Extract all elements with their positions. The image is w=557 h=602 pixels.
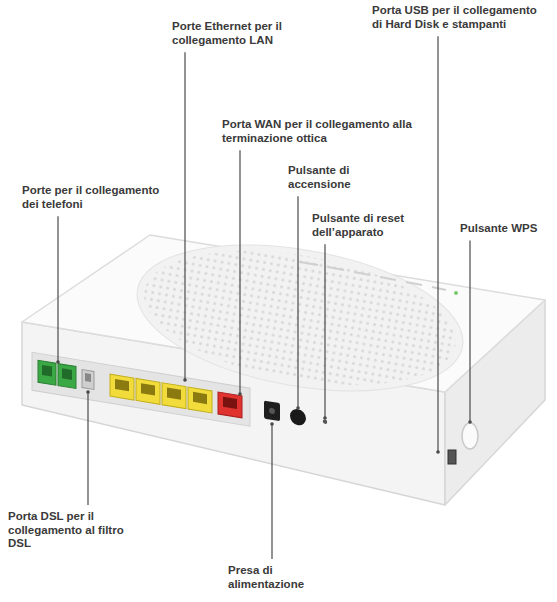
- callout-label: Pulsante di accensione: [288, 164, 376, 191]
- leader-dot: [436, 450, 440, 454]
- usb-port: [448, 450, 456, 464]
- callout-label: Pulsante di reset dell’apparato: [312, 212, 412, 239]
- leader-dot: [323, 416, 327, 420]
- leader-line: [437, 36, 438, 452]
- leader-line: [57, 216, 58, 362]
- leader-dot: [468, 420, 472, 424]
- callout-label: Pulsante WPS: [460, 222, 550, 236]
- leader-line: [271, 424, 272, 559]
- callout-label: Porte per il collegamento dei telefoni: [22, 184, 172, 211]
- callout-label: Porta WAN per il collegamento alla termi…: [222, 118, 412, 145]
- callout-label: Porta USB per il collegamento di Hard Di…: [372, 4, 542, 31]
- leader-line: [184, 52, 185, 380]
- leader-dot: [296, 406, 300, 410]
- leader-line: [324, 244, 325, 418]
- wps-button: [462, 423, 478, 449]
- leader-dot: [86, 390, 90, 394]
- leader-dot: [238, 392, 242, 396]
- callout-label: Porta DSL per il collegamento al filtro …: [8, 510, 128, 551]
- leader-dot: [56, 360, 60, 364]
- leader-dot: [270, 422, 274, 426]
- leader-line: [469, 241, 470, 422]
- port-panel: [32, 352, 327, 439]
- leader-line: [297, 196, 298, 408]
- callout-label: Presa di alimentazione: [228, 564, 318, 591]
- speaker-grille: [134, 230, 467, 407]
- speaker-oval: [126, 222, 475, 413]
- leader-dot: [183, 378, 187, 382]
- callout-label: Porte Ethernet per il collegamento LAN: [172, 20, 322, 47]
- led-strip: [300, 262, 458, 295]
- leader-line: [87, 392, 88, 505]
- leader-line: [239, 150, 240, 394]
